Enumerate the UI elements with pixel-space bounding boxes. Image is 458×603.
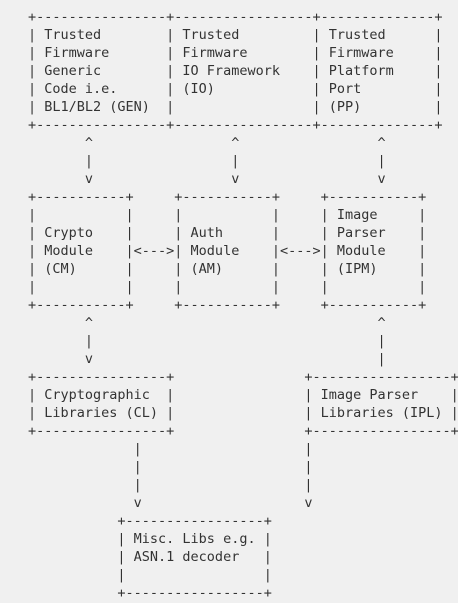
diagram-line: v v bbox=[28, 495, 313, 511]
diagram-line: | Code i.e. | (IO) | Port | bbox=[28, 81, 443, 97]
diagram-line: +-----------+ +-----------+ +-----------… bbox=[28, 297, 427, 313]
diagram-line: | | bbox=[28, 567, 272, 583]
diagram-line: v v v bbox=[28, 171, 386, 187]
diagram-line: | | | | | | bbox=[28, 279, 427, 295]
diagram-line: | | | | | Image | bbox=[28, 207, 427, 223]
diagram-line: | | bbox=[28, 333, 386, 349]
diagram-line: | BL1/BL2 (GEN) | | (PP) | bbox=[28, 99, 443, 115]
diagram-line: | Crypto | | Auth | | Parser | bbox=[28, 225, 427, 241]
diagram-line: +----------------+ +-----------------+ bbox=[28, 369, 458, 385]
diagram-line: +----------------+ +-----------------+ bbox=[28, 423, 458, 439]
diagram-line: | (CM) | | (AM) | | (IPM) | bbox=[28, 261, 427, 277]
diagram-line: | Misc. Libs e.g. | bbox=[28, 531, 272, 547]
diagram-line: +-----------------+ bbox=[28, 513, 272, 529]
diagram-line: | Generic | IO Framework | Platform | bbox=[28, 63, 443, 79]
diagram-line: | | | bbox=[28, 153, 386, 169]
diagram-line: | Firmware | Firmware | Firmware | bbox=[28, 45, 443, 61]
diagram-line: | | bbox=[28, 459, 313, 475]
diagram-line: | Cryptographic | | Image Parser | bbox=[28, 387, 458, 403]
diagram-line: | Trusted | Trusted | Trusted | bbox=[28, 27, 443, 43]
diagram-line: | | bbox=[28, 477, 313, 493]
diagram-line: +-----------------+ bbox=[28, 585, 272, 601]
diagram-line: ^ ^ ^ bbox=[28, 135, 386, 151]
diagram-line: +----------------+-----------------+----… bbox=[28, 117, 443, 133]
diagram-line: +-----------+ +-----------+ +-----------… bbox=[28, 189, 427, 205]
diagram-line: | ASN.1 decoder | bbox=[28, 549, 272, 565]
diagram-line: | | bbox=[28, 441, 313, 457]
diagram-line: ^ ^ bbox=[28, 315, 386, 331]
diagram-line: +----------------+-----------------+----… bbox=[28, 9, 443, 25]
diagram-line: | Module |<--->| Module |<--->| Module | bbox=[28, 243, 427, 259]
diagram-line: | Libraries (CL) | | Libraries (IPL) | bbox=[28, 405, 458, 421]
diagram-line: v | bbox=[28, 351, 386, 367]
